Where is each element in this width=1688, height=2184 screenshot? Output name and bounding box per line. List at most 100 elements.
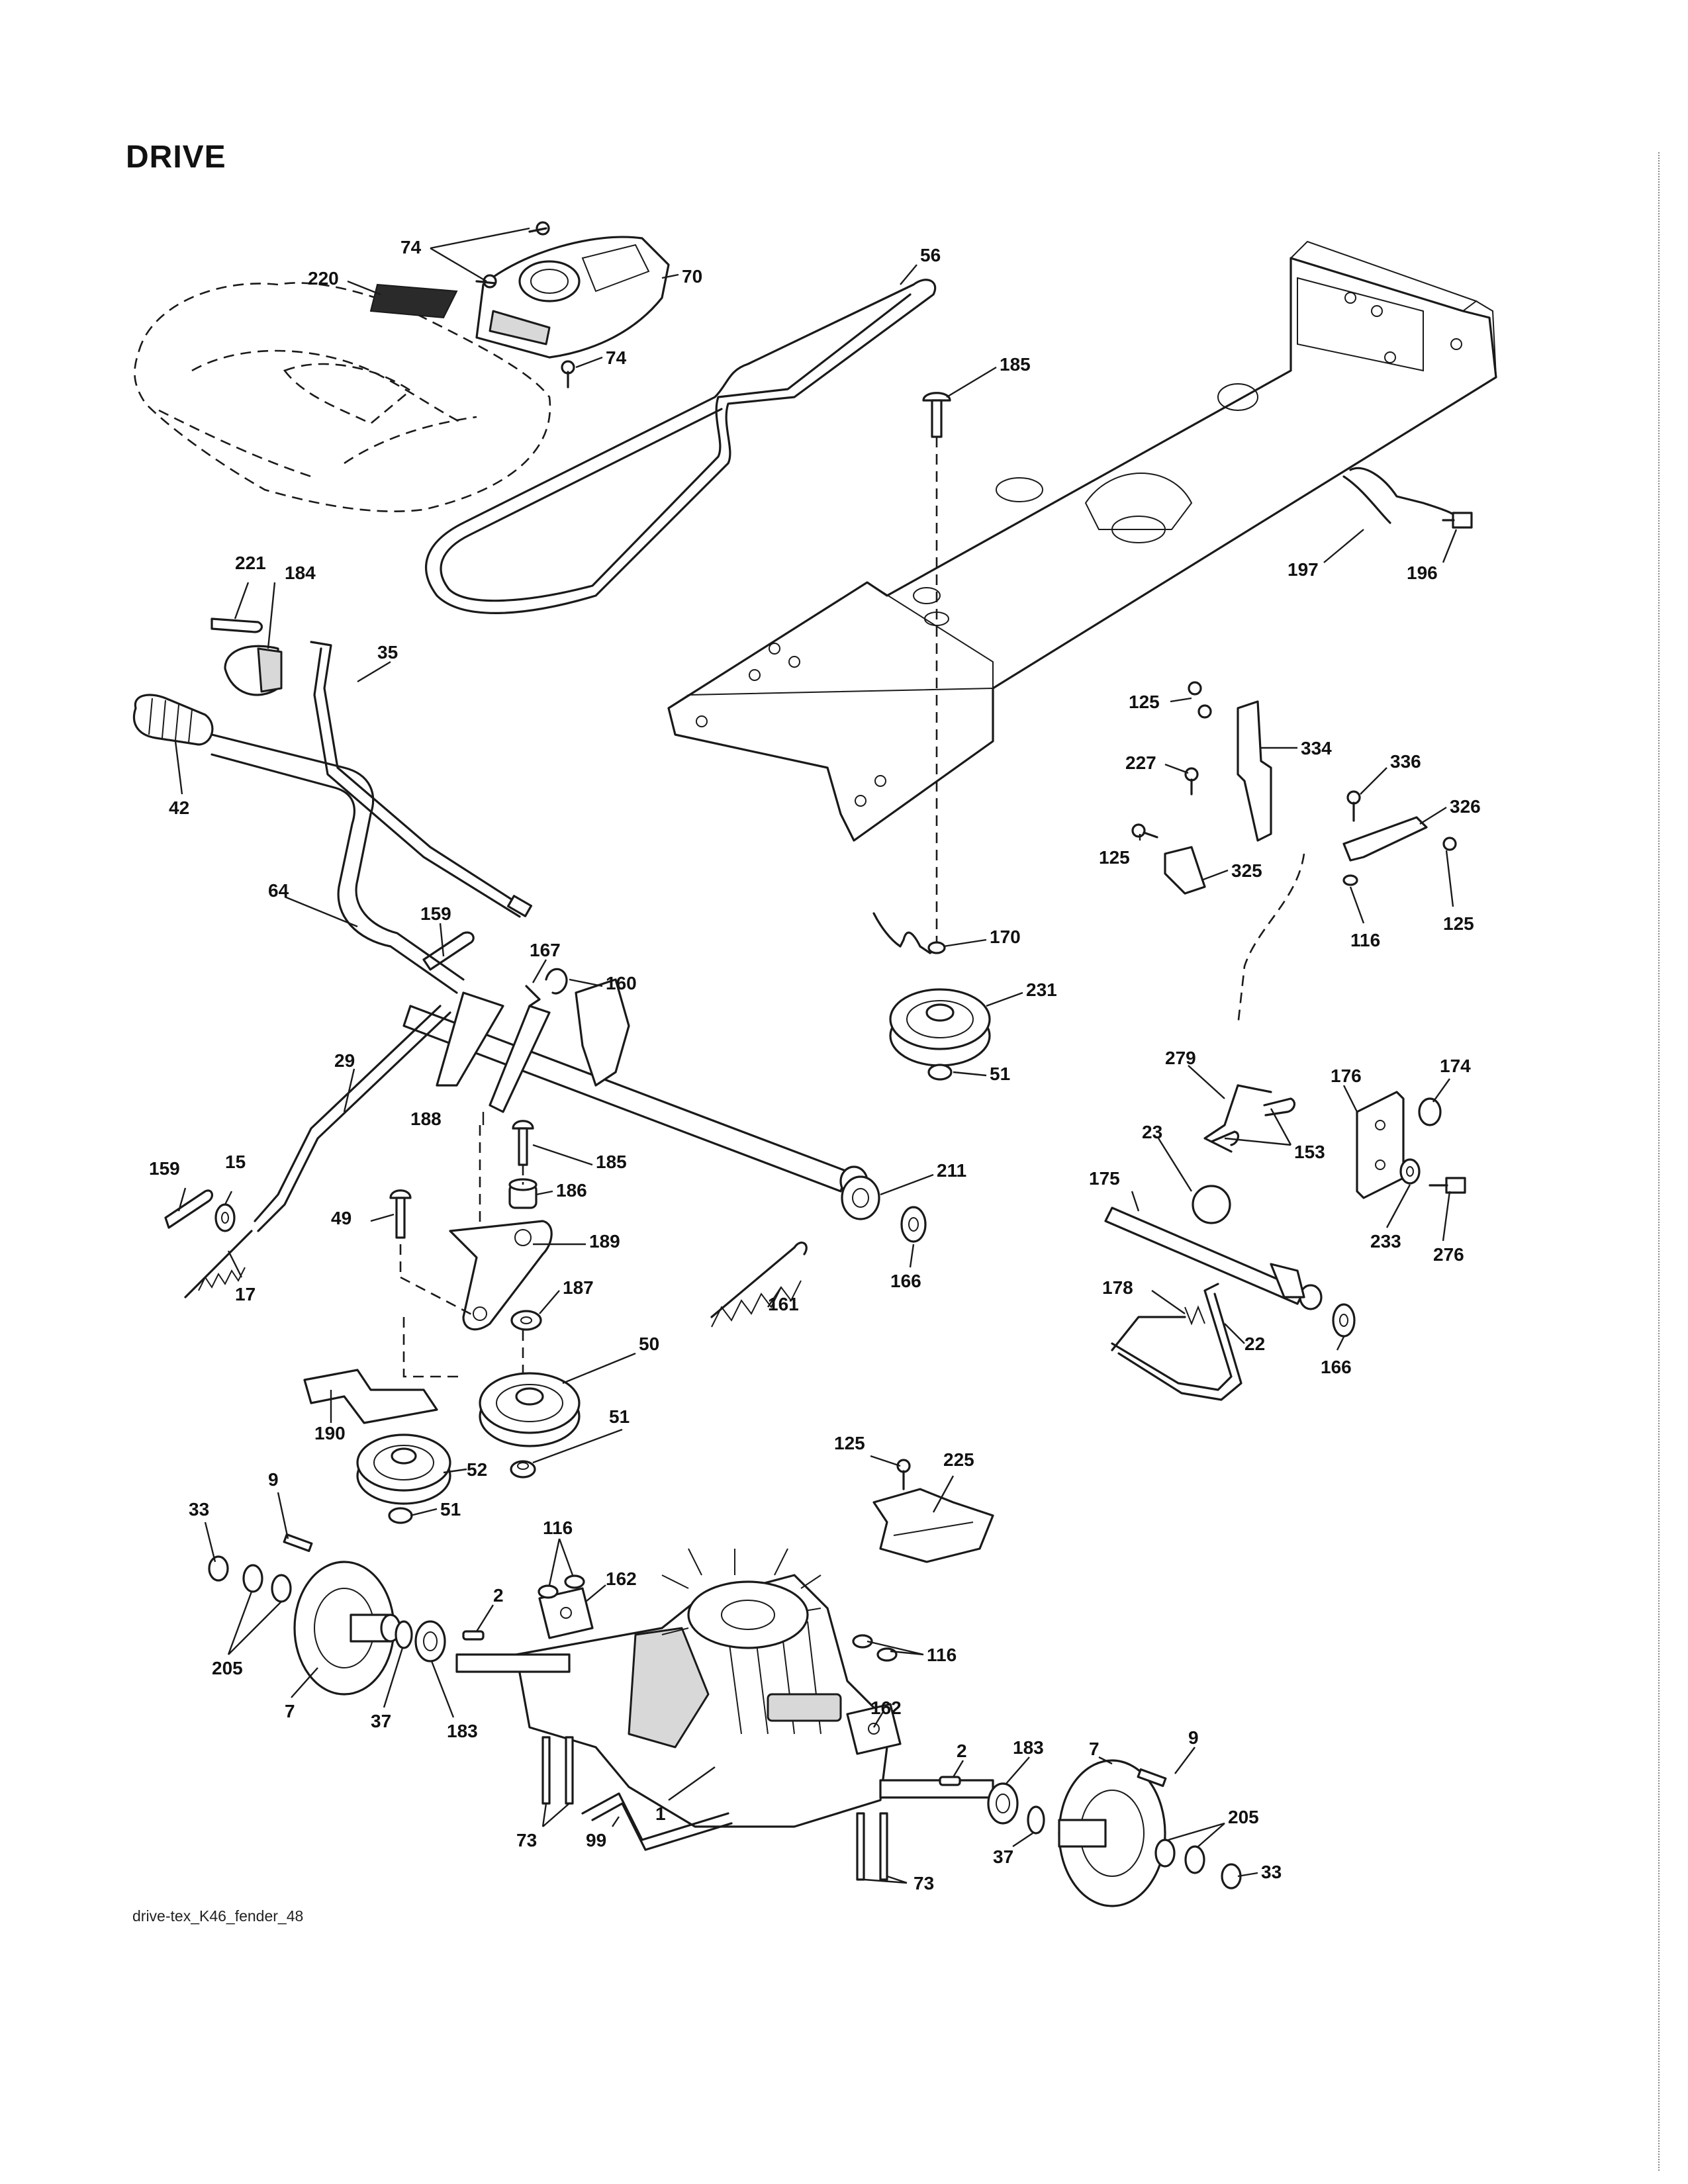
callout-label: 116: [927, 1645, 957, 1665]
callout-label: 64: [268, 880, 289, 901]
screw-icon: [475, 221, 575, 388]
callout-label: 227: [1125, 752, 1156, 773]
callout-label: 220: [308, 268, 339, 289]
part-33-retainer: [208, 1555, 229, 1582]
callout-label: 99: [586, 1830, 606, 1850]
callout-label: 160: [606, 973, 637, 993]
callout-label: 52: [467, 1459, 487, 1480]
callout-label: 1: [655, 1803, 666, 1824]
part-51-nut-b: [388, 1507, 413, 1524]
part-205-washer: [242, 1564, 292, 1603]
part-7-wheel-hub-right: [1058, 1759, 1166, 1907]
callout-label: 175: [1089, 1168, 1120, 1189]
fender-outline: [134, 282, 551, 512]
callout-label: 186: [556, 1180, 587, 1201]
callout-label: 188: [410, 1109, 442, 1129]
part-325-bracket: [1164, 846, 1206, 895]
callout-label: 33: [1261, 1862, 1282, 1882]
callout-label: 51: [609, 1406, 630, 1427]
callout-label: 197: [1288, 559, 1319, 580]
callout-label: 2: [493, 1585, 504, 1606]
callout-labels: 74 70 220 74 56 185 197 196 221 184 35 4…: [149, 237, 1481, 1893]
callout-label: 70: [682, 266, 702, 287]
callout-label: 125: [1129, 692, 1160, 712]
part-159-pin-lower: [164, 1189, 214, 1229]
callout-label: 35: [377, 642, 398, 662]
callout-label: 162: [870, 1698, 902, 1718]
part-183-bushing: [414, 1620, 446, 1662]
part-185-bolt: [922, 392, 951, 953]
callout-label: 334: [1301, 738, 1332, 758]
part-49-bolt: [389, 1189, 412, 1239]
part-220-grille: [369, 283, 458, 319]
chassis-frame: [667, 240, 1497, 842]
part-178-spring: [1111, 1305, 1205, 1351]
part-2-key: [462, 1630, 961, 1786]
part-197-rod: [1342, 467, 1473, 529]
part-52-pulley: [356, 1433, 451, 1505]
part-37-washer-right: [1027, 1805, 1045, 1835]
brake-cross-shaft: [402, 978, 868, 1197]
callout-label: 51: [990, 1064, 1010, 1084]
part-22-pedal-arm: [1111, 1283, 1243, 1401]
callout-label: 116: [543, 1518, 573, 1538]
part-211-bushing: [841, 1175, 880, 1220]
screw-icon: [896, 1459, 911, 1490]
callout-label: 9: [268, 1469, 279, 1490]
callout-label: 125: [834, 1433, 865, 1453]
part-233-washer: [1399, 1158, 1421, 1185]
callout-label: 49: [331, 1208, 352, 1228]
callout-label: 159: [149, 1158, 180, 1179]
callout-label: 116: [1350, 930, 1380, 950]
part-35-rod: [310, 641, 533, 918]
callout-label: 7: [1089, 1739, 1100, 1759]
callout-label: 37: [371, 1711, 391, 1731]
page-edge-rule: [1658, 152, 1660, 2171]
callout-label: 153: [1294, 1142, 1325, 1162]
callout-label: 125: [1099, 847, 1130, 868]
part-326-plate: [1342, 816, 1428, 862]
part-184-knob: [224, 645, 283, 696]
callout-label: 42: [169, 797, 189, 818]
part-166-washer: [900, 1206, 927, 1243]
callout-label: 205: [1228, 1807, 1259, 1827]
callout-label: 2: [957, 1741, 967, 1761]
part-9-screw-right: [1137, 1768, 1167, 1788]
callout-label: 276: [1433, 1244, 1464, 1265]
part-189-idler-arm: [449, 1220, 553, 1331]
callout-label: 325: [1231, 860, 1262, 881]
callout-label: 159: [420, 903, 451, 924]
callout-label: 56: [920, 245, 941, 265]
part-225-bracket: [872, 1488, 994, 1563]
part-279-rod: [1203, 1084, 1272, 1153]
callout-label: 196: [1407, 563, 1438, 583]
callout-label: 29: [334, 1050, 355, 1071]
callout-label: 73: [914, 1873, 934, 1893]
part-29-rod: [254, 1005, 451, 1232]
callout-label: 170: [990, 927, 1021, 947]
part-160-clip: [525, 968, 568, 1007]
callout-label: 174: [1440, 1056, 1471, 1076]
callout-label: 161: [768, 1294, 799, 1314]
part-56-drive-belt: [425, 279, 937, 614]
part-205-washer-right: [1154, 1839, 1205, 1874]
callout-label: 185: [1000, 354, 1031, 375]
callout-label: 190: [314, 1423, 346, 1443]
part-42-grip: [132, 694, 214, 746]
part-23-ball: [1192, 1185, 1231, 1224]
part-276-bolt: [1429, 1177, 1466, 1194]
part-51-nut: [510, 1460, 536, 1479]
callout-label: 211: [937, 1160, 966, 1181]
left-axle: [455, 1653, 571, 1673]
callout-label: 167: [530, 940, 561, 960]
drawing-id: drive-tex_K46_fender_48: [132, 1907, 304, 1925]
callout-label: 205: [212, 1658, 243, 1678]
transaxle-fan: [661, 1548, 821, 1649]
callout-label: 15: [225, 1152, 246, 1172]
part-51-nut-c: [927, 1064, 953, 1081]
callout-label: 50: [639, 1334, 659, 1354]
callout-label: 23: [1142, 1122, 1162, 1142]
callout-label: 187: [563, 1277, 594, 1298]
part-170-spring: [872, 912, 946, 954]
